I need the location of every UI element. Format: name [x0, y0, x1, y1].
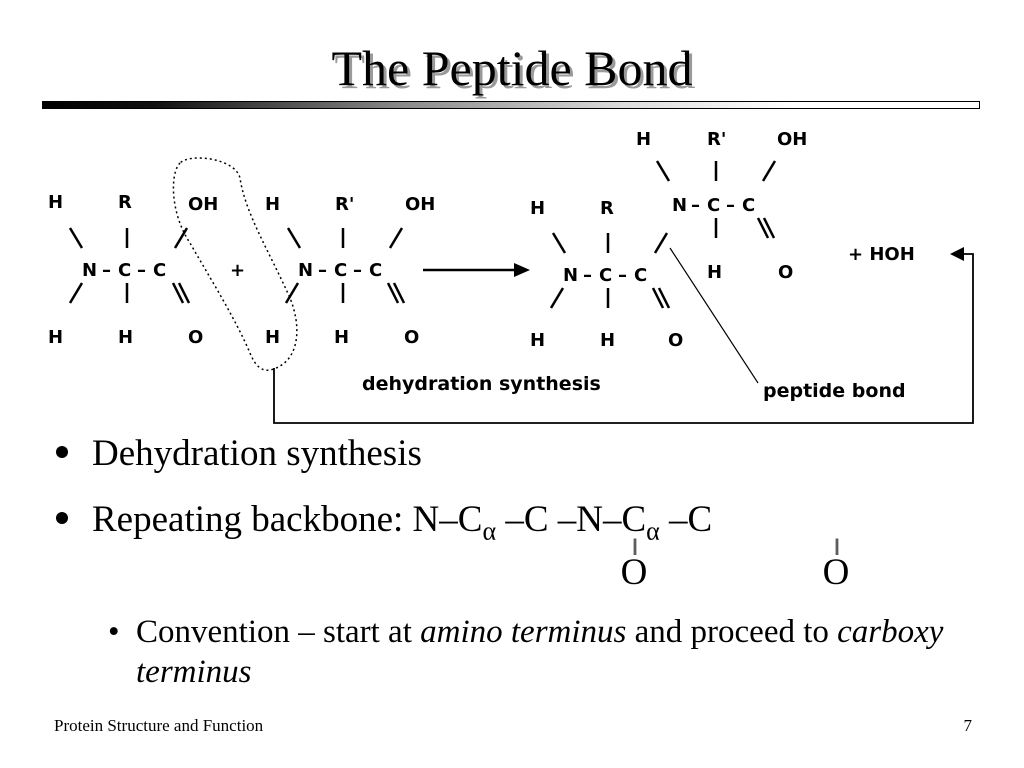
backbone-suffix: –C — [659, 499, 713, 540]
bullet-1-dot — [56, 446, 68, 458]
backbone-prefix: Repeating backbone: N–C — [92, 499, 483, 540]
dp2-o: O — [778, 262, 793, 283]
dp1-c-alpha: C — [599, 265, 612, 286]
bullet-2-text: Repeating backbone: N–Cα –C –N–Cα –C — [92, 498, 712, 553]
carbonyl-2: || O — [816, 535, 856, 593]
plus-sign: + — [230, 260, 245, 281]
dp2-dash-1: – — [691, 195, 700, 216]
reaction-arrow — [423, 263, 530, 277]
peptide-bond-pointer — [669, 247, 759, 384]
aa1-c-alpha: C — [118, 260, 131, 281]
footer-title: Protein Structure and Function — [54, 716, 264, 735]
title-underline-bar — [42, 101, 980, 109]
dp2-c-alpha: C — [707, 195, 720, 216]
sub-bullet: • Convention – start at amino terminus a… — [108, 612, 968, 692]
dp2-r-prime: R' — [707, 129, 726, 150]
dp1-h-top: H — [530, 198, 545, 219]
peptide-bond-diagram: H R OH N – C – C H H O + H R' OH N – C –… — [48, 129, 974, 424]
dp2-n: N — [672, 195, 687, 216]
aa2-dash-1: – — [318, 260, 327, 281]
amino-terminus-text: amino terminus — [420, 614, 627, 650]
alpha-subscript-1: α — [482, 516, 497, 546]
aa2-r-prime: R' — [335, 194, 354, 215]
aa2-n: N — [298, 260, 313, 281]
aa2-c-alpha: C — [334, 260, 347, 281]
dp2-oh: OH — [777, 129, 807, 150]
double-bond-1: || — [632, 535, 637, 555]
dp1-dash-2: – — [618, 265, 627, 286]
aa2-h-top: H — [265, 194, 280, 215]
slide-title: The Peptide Bond — [331, 40, 693, 96]
dp2-c-carboxyl: C — [742, 195, 755, 216]
page-number: 7 — [963, 716, 973, 735]
carbonyl-1: || O — [614, 535, 654, 593]
aa1-h-alpha: H — [118, 327, 133, 348]
double-bond-2: || — [834, 535, 839, 555]
aa1-h-top: H — [48, 192, 63, 213]
peptide-bond-label: peptide bond — [763, 380, 906, 402]
aa1-c-carboxyl: C — [153, 260, 166, 281]
dp2-dash-2: – — [726, 195, 735, 216]
aa2-c-carboxyl: C — [369, 260, 382, 281]
aa1-r: R — [118, 192, 132, 213]
backbone-middle: –C –N–C — [496, 499, 647, 540]
dp2-h-top: H — [636, 129, 651, 150]
amino-acid-1 — [68, 227, 191, 304]
aa2-dash-2: – — [353, 260, 362, 281]
aa1-o: O — [188, 327, 203, 348]
carbonyl-o-2: O — [822, 552, 850, 593]
convention-text-2: and proceed to — [626, 614, 838, 650]
carboxy-terminus-text: carboxy terminus — [136, 614, 944, 690]
water-return-arrow — [273, 247, 974, 424]
aa1-dash-1: – — [102, 260, 111, 281]
aa1-n: N — [82, 260, 97, 281]
dp1-c-carbonyl: C — [634, 265, 647, 286]
dp1-h-bottom: H — [530, 330, 545, 351]
plus-hoh-product: + HOH — [848, 244, 915, 265]
bullet-2-dot — [56, 512, 68, 524]
sub-bullet-text: Convention – start at amino terminus and… — [136, 612, 968, 692]
aa2-o: O — [404, 327, 419, 348]
amino-acid-2 — [284, 227, 406, 304]
dipeptide-residue-2 — [655, 160, 777, 239]
dehydration-synthesis-label: dehydration synthesis — [362, 373, 601, 395]
aa1-h-bottom: H — [48, 327, 63, 348]
dipeptide-residue-1 — [549, 232, 671, 309]
dp1-r: R — [600, 198, 614, 219]
dp1-dash-1: – — [583, 265, 592, 286]
sub-bullet-marker: • — [108, 614, 120, 650]
dp2-h-alpha: H — [707, 262, 722, 283]
dp1-n: N — [563, 265, 578, 286]
alpha-subscript-2: α — [646, 516, 660, 546]
bullet-1-text: Dehydration synthesis — [92, 433, 422, 474]
aa2-oh: OH — [405, 194, 435, 215]
aa1-oh: OH — [188, 194, 218, 215]
dp1-h-alpha: H — [600, 330, 615, 351]
dp1-o: O — [668, 330, 683, 351]
convention-text-1: Convention – start at — [136, 614, 421, 650]
aa1-dash-2: – — [137, 260, 146, 281]
carbonyl-o-1: O — [620, 552, 648, 593]
aa2-h-bottom: H — [265, 327, 280, 348]
aa2-h-alpha: H — [334, 327, 349, 348]
